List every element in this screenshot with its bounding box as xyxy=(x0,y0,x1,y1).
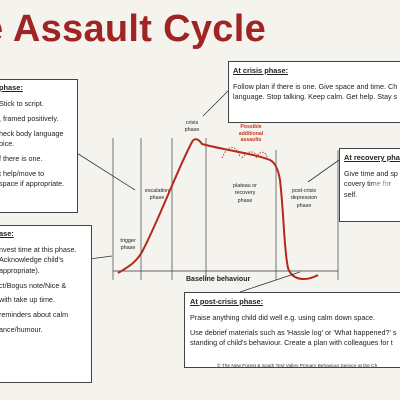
box-line: with take up time. xyxy=(0,295,55,305)
box-line: appropriate). xyxy=(0,265,40,275)
trigger-phase-box: ase: nvest time at this phase.Acknowledg… xyxy=(0,225,92,383)
box-heading: ase: xyxy=(0,229,14,238)
box-line: Give time and sp xyxy=(344,168,398,178)
box-line: standing of child's behaviour. Create a … xyxy=(190,338,393,348)
box-line: language. Stop talking. Keep calm. Get h… xyxy=(233,92,398,102)
crisis-phase-box: At crisis phase: Follow plan if there is… xyxy=(228,61,400,123)
box-line: Praise anything child did well e.g. usin… xyxy=(190,312,375,322)
box-line: , framed positively. xyxy=(0,113,59,123)
phase-label-escalation: escalation phase xyxy=(144,188,170,202)
light-glare xyxy=(368,178,398,208)
phase-label-plateau: plateau or recovery phase xyxy=(233,183,257,204)
box-line: oice. xyxy=(0,139,15,149)
box-line: space if appropriate. xyxy=(0,179,65,189)
box-heading: At post-crisis phase: xyxy=(190,297,264,306)
box-line: Use debrief materials such as 'Hassle lo… xyxy=(190,327,397,337)
baseline-label: Baseline behaviour xyxy=(186,276,251,283)
box-heading: At recovery pha xyxy=(344,153,400,162)
box-line: ance/humour. xyxy=(0,325,43,335)
box-line: ct/Bogus note/Nice & xyxy=(0,280,67,290)
possible-assaults-label: Possible additional assaults xyxy=(238,124,264,143)
box-line: t help/move to xyxy=(0,168,45,178)
box-line: f there is one. xyxy=(0,153,43,163)
box-line: reminders about calm xyxy=(0,310,69,320)
pointer-before xyxy=(71,149,136,191)
box-line: Stick to script. xyxy=(0,98,44,108)
post-crisis-phase-box: At post-crisis phase: Praise anything ch… xyxy=(184,292,400,368)
phase-label-crisis: crisis phase xyxy=(184,120,200,134)
pointer-crisis xyxy=(202,90,229,117)
box-line: self. xyxy=(344,189,358,199)
phase-label-trigger: trigger phase xyxy=(120,238,136,252)
page-title: e Assault Cycle xyxy=(0,8,267,50)
footer-credit: © The New Forest & South Test Valley Pri… xyxy=(217,364,378,369)
box-heading: phase: xyxy=(0,83,23,92)
box-line: nvest time at this phase. xyxy=(0,244,77,254)
box-heading: At crisis phase: xyxy=(233,66,289,75)
box-line: Follow plan if there is one. Give space … xyxy=(233,81,398,91)
phase-label-post: post-crisis depression phase xyxy=(290,188,318,209)
pointer-recovery xyxy=(307,159,340,183)
pointer-post xyxy=(239,271,301,293)
cycle-curve xyxy=(117,138,319,281)
box-line: Acknowledge child's xyxy=(0,255,64,265)
before-phase-box: phase: Stick to script. , framed positive… xyxy=(0,79,78,213)
box-line: heck body language xyxy=(0,128,64,138)
box-line: covery time for xyxy=(344,179,392,189)
extra-assault-bumps xyxy=(221,146,269,161)
